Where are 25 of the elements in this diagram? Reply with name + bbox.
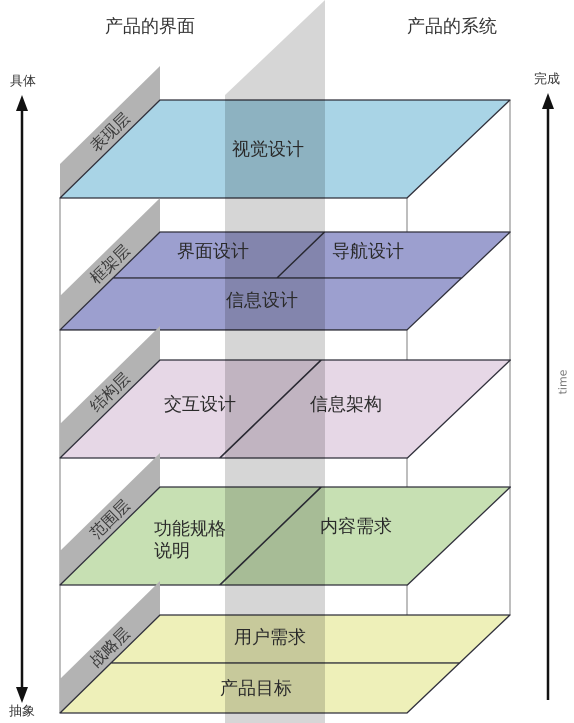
column-heading: 产品的系统: [407, 16, 497, 38]
section-label: 交互设计: [164, 394, 236, 416]
layer-name: 范围层: [86, 495, 134, 543]
section-label: 导航设计: [332, 241, 404, 263]
axis-label: 具体: [10, 74, 36, 90]
section-label: 用户需求: [234, 627, 306, 649]
axis-label: 抽象: [9, 704, 35, 720]
layer-section: [218, 359, 511, 459]
layer-name: 框架层: [86, 240, 134, 288]
layer-name: 结构层: [86, 368, 134, 416]
layer-section: [276, 231, 511, 280]
section-label: 信息架构: [310, 394, 382, 416]
column-heading: 产品的界面: [105, 16, 195, 38]
layer-section: [59, 486, 322, 586]
axis-label: time: [556, 370, 570, 394]
layer-section: [59, 99, 511, 199]
section-label: 信息设计: [226, 290, 298, 312]
section-label: 功能规格说明: [154, 518, 227, 562]
section-label: 视觉设计: [232, 139, 304, 161]
axis-label: 完成: [534, 72, 560, 88]
layer-name: 战略层: [86, 623, 134, 671]
section-label: 内容需求: [320, 516, 392, 538]
section-label: 产品目标: [220, 678, 292, 700]
layer-name: 表现层: [86, 108, 134, 156]
section-label: 界面设计: [177, 241, 249, 263]
